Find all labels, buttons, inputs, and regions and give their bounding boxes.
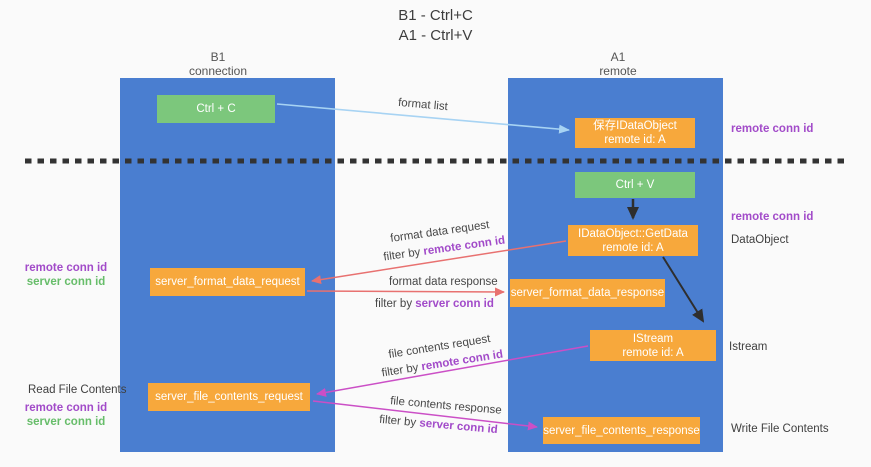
server-file-contents-response-label: server_file_contents_response	[543, 424, 700, 437]
arrow-format-data-response	[306, 287, 505, 297]
right-remote-conn-id-2: remote conn id	[731, 211, 814, 223]
label-filter-by-server-conn-id-1: filter by server conn id	[375, 298, 494, 310]
right-istream-label: Istream	[729, 341, 768, 353]
left-remote-conn-id-1: remote conn id	[24, 262, 108, 274]
arrow-getdata-to-istream	[662, 256, 705, 323]
node-server-file-contents-response: server_file_contents_response	[543, 417, 700, 444]
getdata-line1: IDataObject::GetData	[578, 227, 688, 240]
node-server-format-data-response: server_format_data_response	[510, 279, 665, 307]
save-idataobject-line2: remote id: A	[604, 134, 666, 146]
lane-a1-name: A1	[610, 50, 626, 64]
lane-header-b1: B1 connection	[158, 50, 278, 78]
ctrl-v-label: Ctrl + V	[615, 179, 655, 191]
right-dataobject-label: DataObject	[731, 234, 789, 246]
istream-line1: IStream	[632, 332, 674, 345]
istream-line2: remote id: A	[622, 346, 684, 359]
arrow-file-contents-request	[316, 345, 589, 397]
ctrl-c-label: Ctrl + C	[196, 103, 236, 115]
title-line-2: A1 - Ctrl+V	[398, 27, 473, 44]
lane-b1-role: connection	[188, 64, 248, 78]
left-server-conn-id-1: server conn id	[26, 276, 106, 288]
left-read-file-contents-label: Read File Contents	[28, 384, 127, 396]
lane-header-a1: A1 remote	[558, 50, 678, 78]
node-ctrl-v: Ctrl + V	[575, 172, 695, 198]
lane-a1-role: remote	[599, 64, 637, 78]
lane-b1-name: B1	[210, 50, 226, 64]
server-format-data-response-label: server_format_data_response	[510, 287, 665, 299]
diagram-title: B1 - Ctrl+C A1 - Ctrl+V	[0, 6, 871, 46]
left-remote-conn-id-2: remote conn id	[24, 402, 108, 414]
right-remote-conn-id-1: remote conn id	[731, 123, 814, 135]
node-server-file-contents-request: server_file_contents_request	[148, 383, 310, 411]
node-idataobject-getdata: IDataObject::GetData remote id: A	[568, 225, 698, 256]
server-file-contents-request-label: server_file_contents_request	[155, 391, 303, 403]
arrow-file-contents-response	[312, 400, 538, 431]
label-format-data-response: format data response	[389, 276, 498, 288]
node-server-format-data-request: server_format_data_request	[150, 268, 305, 296]
filter-by-prefix: filter by	[375, 298, 416, 310]
title-line-1: B1 - Ctrl+C	[398, 7, 473, 24]
server-conn-id-key: server conn id	[415, 298, 494, 310]
left-server-conn-id-2: server conn id	[26, 416, 106, 428]
right-write-file-contents-label: Write File Contents	[731, 423, 829, 435]
save-idataobject-line1: 保存IDataObject	[593, 120, 677, 132]
node-save-idataobject: 保存IDataObject remote id: A	[575, 118, 695, 148]
arrow-format-list	[276, 103, 570, 134]
node-ctrl-c: Ctrl + C	[157, 95, 275, 123]
arrow-format-data-request	[311, 240, 567, 285]
server-format-data-request-label: server_format_data_request	[155, 276, 300, 288]
getdata-line2: remote id: A	[602, 241, 664, 254]
node-istream: IStream remote id: A	[590, 330, 716, 361]
